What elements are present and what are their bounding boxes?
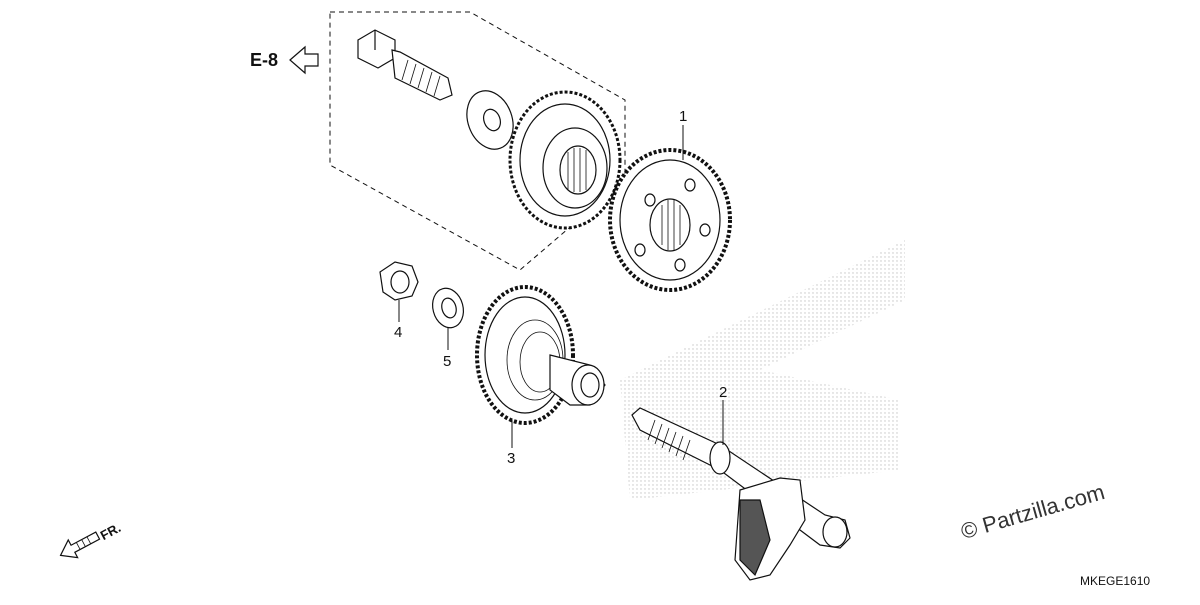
- callout-3[interactable]: 3: [507, 450, 516, 467]
- washer-icon: [466, 90, 514, 150]
- washer-icon: [432, 287, 464, 329]
- callout-1[interactable]: 1: [679, 108, 688, 125]
- gear-icon: [475, 285, 606, 425]
- front-arrow-icon: [59, 531, 101, 559]
- shaft-icon: [631, 407, 851, 581]
- reference-label[interactable]: E-8: [250, 50, 279, 70]
- gear-icon: [608, 148, 732, 292]
- callout-4[interactable]: 4: [394, 324, 403, 341]
- nut-icon: [379, 261, 419, 301]
- diagram-code: MKEGE1610: [1080, 574, 1151, 588]
- gear-icon: [508, 90, 622, 230]
- leader-lines: [398, 125, 724, 448]
- left-arrow-icon: [289, 45, 319, 75]
- bolt-icon: [357, 29, 453, 101]
- callout-5[interactable]: 5: [443, 353, 452, 370]
- callout-2[interactable]: 2: [719, 384, 728, 401]
